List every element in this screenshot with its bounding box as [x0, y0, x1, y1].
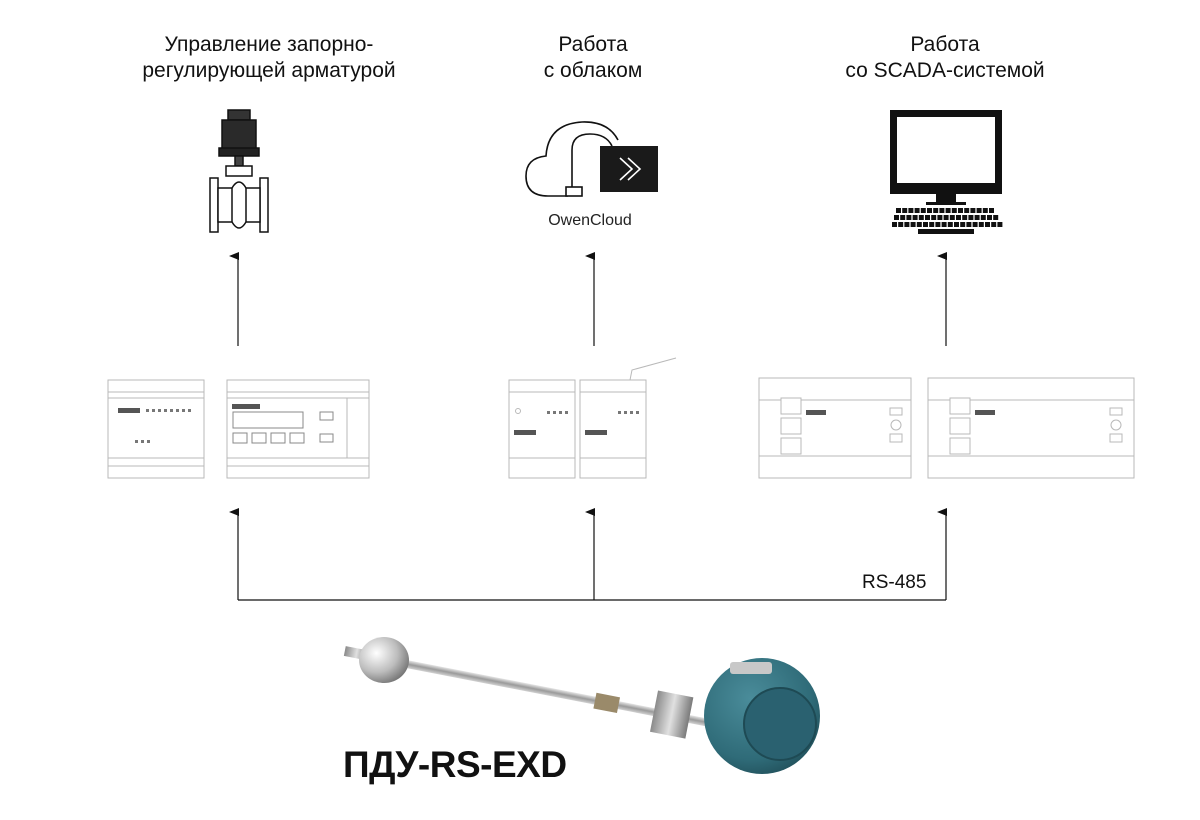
column-title-cloud: Работа с облаком	[423, 32, 763, 84]
title-line: регулирующей арматурой	[142, 59, 396, 82]
cloud-icon	[525, 121, 658, 197]
title-line: с облаком	[543, 59, 643, 82]
plc-device	[927, 377, 1135, 479]
title-line: Работа	[558, 33, 628, 56]
valve-actuator-icon	[209, 109, 269, 233]
controller-with-display-device	[226, 379, 370, 479]
column-title-scada: Работа со SCADA-системой	[775, 32, 1115, 84]
plc-device	[758, 377, 912, 479]
network-gateway-device	[508, 379, 576, 479]
level-sensor-product-image	[343, 637, 820, 774]
rs485-label: RS-485	[862, 572, 927, 593]
io-module-device	[107, 379, 205, 479]
computer-monitor-icon	[890, 110, 1002, 205]
product-name: ПДУ-RS-EXD	[343, 744, 567, 785]
keyboard-icon	[892, 208, 1003, 234]
owencloud-label: OwenCloud	[548, 212, 632, 229]
wireless-gateway-device	[579, 357, 677, 479]
column-title-valve-control: Управление запорно- регулирующей арматур…	[99, 32, 439, 84]
title-line: со SCADA-системой	[845, 59, 1045, 82]
title-line: Работа	[910, 33, 980, 56]
title-line: Управление запорно-	[164, 33, 374, 56]
